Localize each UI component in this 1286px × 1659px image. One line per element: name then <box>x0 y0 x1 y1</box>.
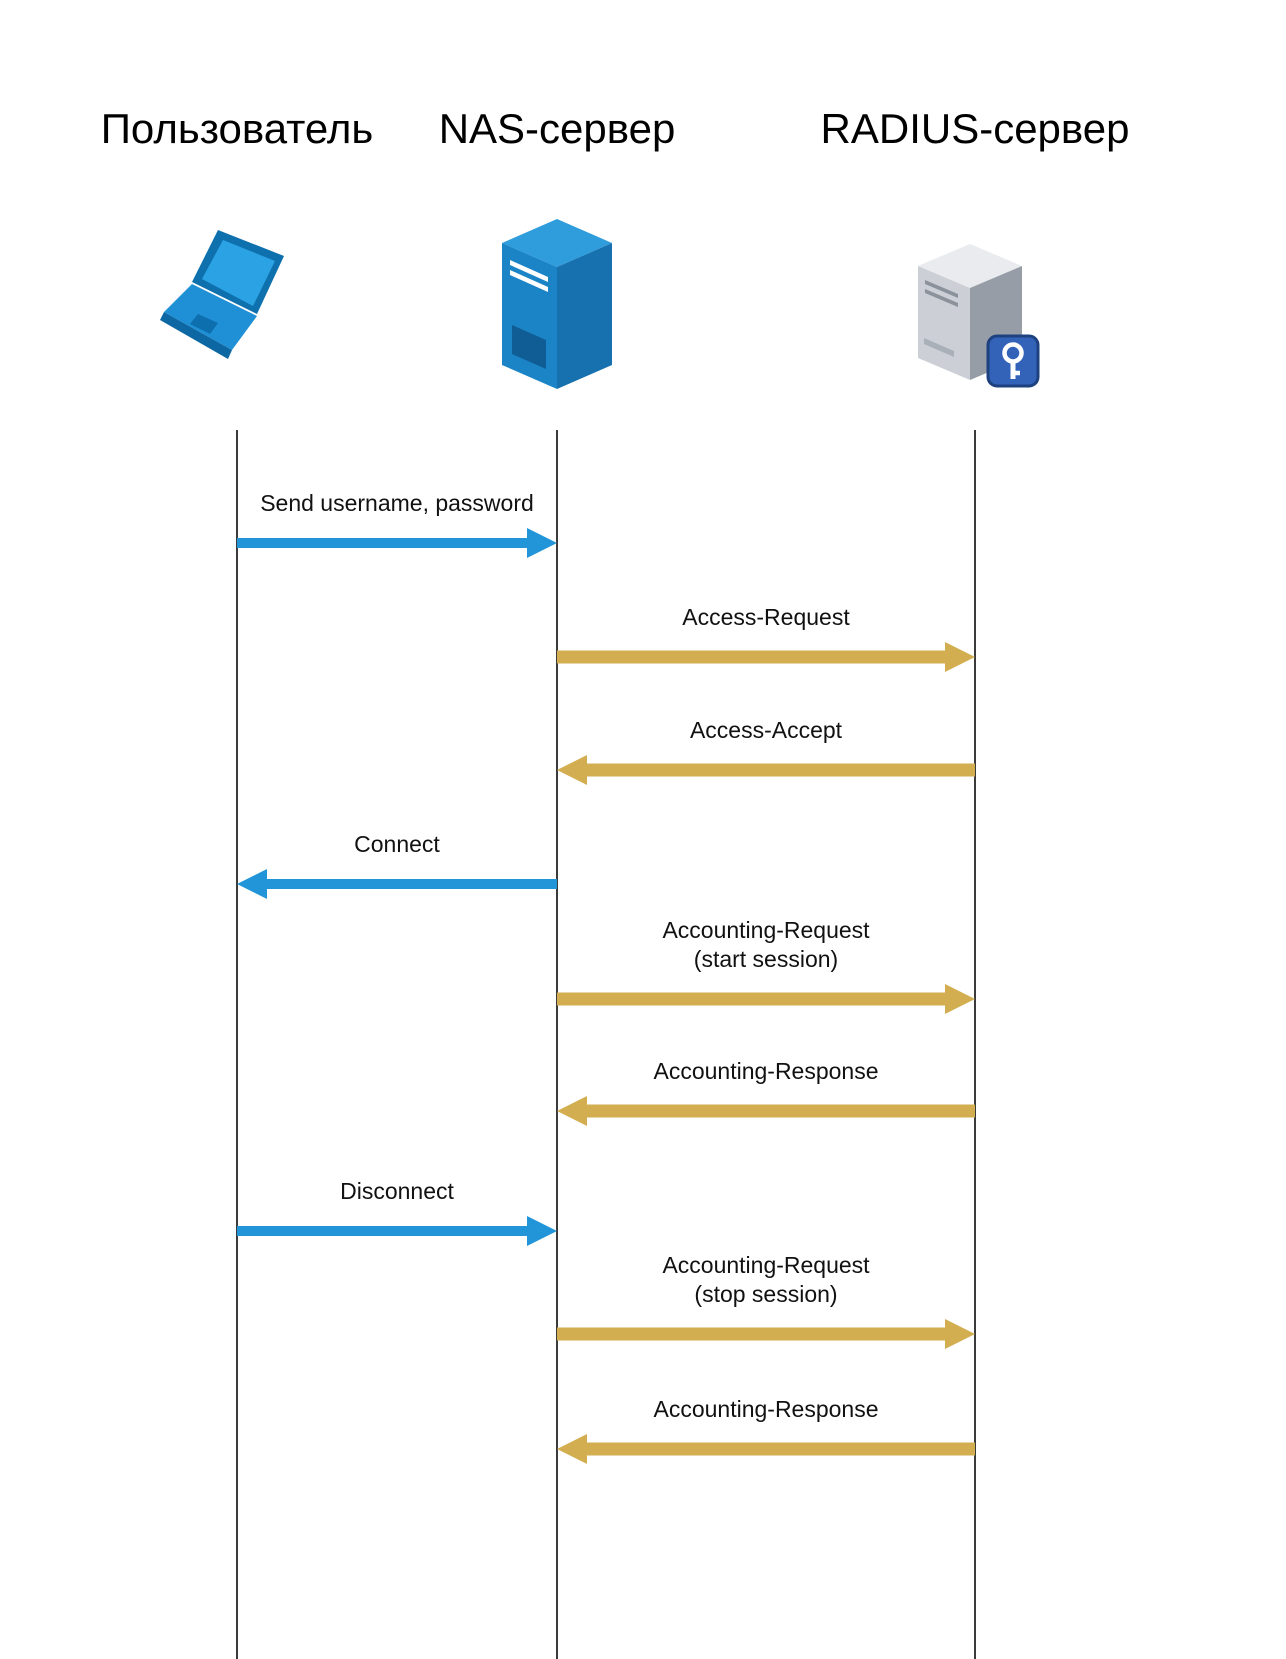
arrow-left-icon <box>557 1096 975 1126</box>
actor-title-radius: RADIUS-сервер <box>820 105 1130 152</box>
message-3: Access-Accept <box>557 690 975 788</box>
message-8: Accounting-Request(stop session) <box>557 1251 975 1349</box>
arrow-left-icon <box>557 1434 975 1464</box>
message-label: Access-Request <box>682 604 850 631</box>
message-4: Connect <box>237 804 557 902</box>
lifeline-2 <box>974 430 976 1659</box>
arrow-left-icon <box>237 869 557 899</box>
key-icon <box>986 334 1040 388</box>
message-6: Accounting-Response <box>557 1031 975 1129</box>
lifeline-1 <box>556 430 558 1659</box>
message-label: Accounting-Response <box>653 1058 879 1085</box>
message-label: Accounting-Response <box>653 1396 879 1423</box>
message-5: Accounting-Request(start session) <box>557 916 975 1014</box>
message-label: Accounting-Request(stop session) <box>662 1252 870 1307</box>
nas-server-icon <box>490 213 625 398</box>
message-label: Send username, password <box>260 490 534 517</box>
arrow-left-icon <box>557 755 975 785</box>
radius-server-icon <box>898 240 1048 405</box>
message-7: Disconnect <box>237 1151 557 1249</box>
actor-title-user: Пользователь <box>100 105 374 152</box>
laptop-icon <box>158 222 318 387</box>
actor-title-nas: NAS-сервер <box>438 105 676 152</box>
arrow-right-icon <box>557 1318 975 1349</box>
lifeline-0 <box>236 430 238 1659</box>
message-label: Accounting-Request(start session) <box>662 917 870 972</box>
message-2: Access-Request <box>557 577 975 675</box>
message-label: Disconnect <box>340 1178 454 1205</box>
arrow-right-icon <box>237 1216 557 1246</box>
arrow-right-icon <box>557 642 975 672</box>
message-label: Access-Accept <box>689 717 843 744</box>
message-1: Send username, password <box>237 463 557 561</box>
message-label: Connect <box>354 831 440 858</box>
arrow-right-icon <box>557 983 975 1014</box>
arrow-right-icon <box>237 528 557 558</box>
message-9: Accounting-Response <box>557 1369 975 1467</box>
